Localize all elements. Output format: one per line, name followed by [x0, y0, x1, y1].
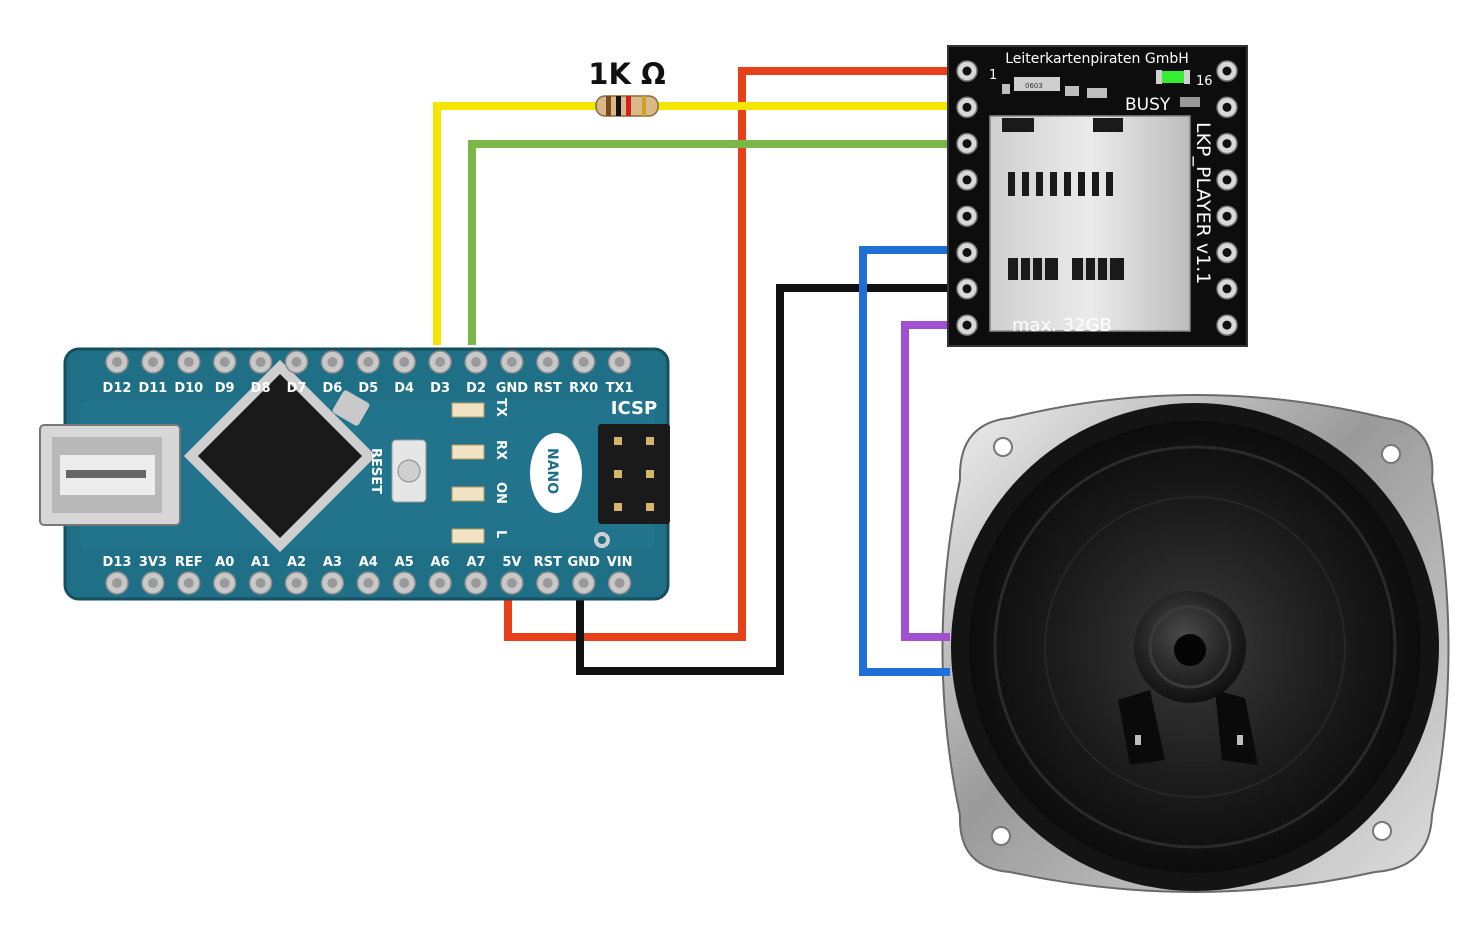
pin-label-top-rx0-13: RX0 — [569, 381, 598, 396]
mp3-pin1-label: 1 — [989, 68, 997, 83]
pin-label-bottom-ref-2: REF — [175, 555, 203, 570]
pin-label-top-gnd-11: GND — [496, 381, 529, 396]
pin-label-top-d7-5: D7 — [287, 381, 307, 396]
pin-label-top-tx1-14: TX1 — [606, 381, 634, 396]
pin-label-top-d10-2: D10 — [174, 381, 203, 396]
pin-label-bottom-a1-4: A1 — [251, 555, 270, 570]
nano-top-header: D12 D11 D10 D9 D8 D7 D6 D5 D4 D3 D2 GND RST RX0 TX1 — [103, 350, 634, 396]
wire-d2-rx — [468, 140, 975, 345]
nano-badge — [530, 433, 582, 513]
mp3-capacity: max. 32GB — [1012, 315, 1112, 336]
speaker — [941, 394, 1450, 893]
mcu-chip — [183, 359, 377, 553]
led-label-rx: RX — [493, 440, 508, 460]
led-on — [451, 486, 485, 502]
led-label-l: L — [493, 530, 508, 538]
pin-label-bottom-rst-12: RST — [534, 555, 562, 570]
wire-d3-tx — [433, 102, 975, 345]
crystal — [332, 390, 370, 426]
pin-label-top-d6-6: D6 — [322, 381, 342, 396]
arduino-nano: RESET TX RX ON L NANO ICSP D12 D11 D10 D9 D8… — [39, 347, 670, 601]
pin-label-bottom-a0-3: A0 — [215, 555, 234, 570]
pin-label-top-d2-10: D2 — [466, 381, 486, 396]
led-label-on: ON — [493, 482, 508, 504]
pin-label-bottom-a6-9: A6 — [431, 555, 450, 570]
mount-hole-tr — [1381, 444, 1401, 464]
mount-hole-br — [1372, 821, 1392, 841]
nano-bottom-header: D13 3V3 REF A0 A1 A2 A3 A4 A5 A6 A7 5V RST GND VIN — [103, 555, 633, 595]
resistor-label: 1K Ω — [588, 57, 665, 91]
pin-label-bottom-3v3-1: 3V3 — [139, 555, 167, 570]
icsp-header[interactable] — [598, 424, 670, 524]
mp3-model: LKP_PLAYER v1.1 — [1192, 122, 1214, 284]
pin-label-top-d4-8: D4 — [394, 381, 414, 396]
pin-label-bottom-a7-10: A7 — [466, 555, 485, 570]
wires — [433, 67, 975, 676]
pin-label-top-d8-4: D8 — [251, 381, 271, 396]
pin-label-top-d3-9: D3 — [430, 381, 450, 396]
pin-label-bottom-5v-11: 5V — [502, 555, 521, 570]
pin-label-bottom-gnd-13: GND — [568, 555, 601, 570]
pin-label-top-d5-7: D5 — [358, 381, 378, 396]
pin-label-top-d9-3: D9 — [215, 381, 235, 396]
led-rx — [451, 444, 485, 460]
mp3-right-header — [1216, 60, 1238, 336]
led-group: TX RX ON L — [451, 398, 508, 544]
led-tx — [451, 402, 485, 418]
resistor-1k: 1K Ω — [588, 57, 666, 117]
wire-speaker-a — [859, 246, 975, 676]
pin-label-top-d12-0: D12 — [103, 381, 132, 396]
wire-speaker-b — [901, 321, 975, 641]
wire-gnd — [576, 284, 975, 675]
led-label-tx: TX — [493, 398, 508, 417]
pin-label-bottom-a3-6: A3 — [323, 555, 342, 570]
part-code: 0603 — [1025, 82, 1043, 90]
pin-label-bottom-a4-7: A4 — [359, 555, 378, 570]
pin-label-bottom-a2-5: A2 — [287, 555, 306, 570]
mount-hole-tl — [993, 437, 1013, 457]
mp3-module: Leiterkartenpiraten GmbH 1 16 BUSY 0603 … — [947, 45, 1248, 347]
pin-label-bottom-d13-0: D13 — [103, 555, 132, 570]
reset-label: RESET — [368, 448, 383, 494]
busy-led — [1162, 71, 1184, 83]
speaker-lead-right — [1215, 690, 1258, 765]
pin-label-bottom-a5-8: A5 — [395, 555, 414, 570]
pin-label-bottom-vin-14: VIN — [607, 555, 633, 570]
led-l — [451, 528, 485, 544]
mp3-left-header — [956, 60, 978, 336]
busy-label: BUSY — [1125, 95, 1171, 115]
speaker-lead-left — [1118, 690, 1165, 765]
pin-label-top-d11-1: D11 — [138, 381, 167, 396]
nano-badge-text: NANO — [544, 448, 560, 494]
pin-label-top-rst-12: RST — [534, 381, 562, 396]
mp3-pin16-label: 16 — [1196, 74, 1213, 89]
wire-5v-power — [504, 67, 975, 641]
icsp-label: ICSP — [611, 398, 657, 419]
mount-hole-bl — [991, 826, 1011, 846]
mp3-maker: Leiterkartenpiraten GmbH — [1005, 51, 1189, 67]
sd-card-slot[interactable] — [989, 115, 1191, 332]
